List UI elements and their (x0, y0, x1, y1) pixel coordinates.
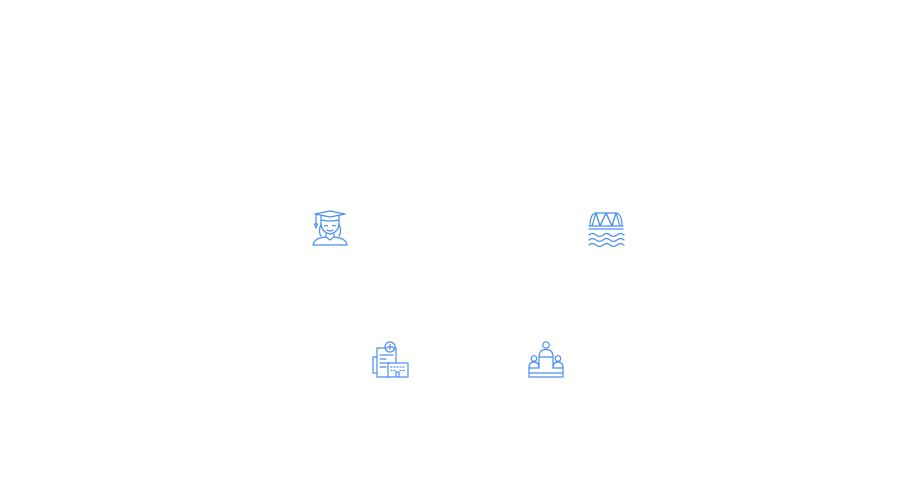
podium-people-icon (526, 340, 566, 380)
graduate-icon (310, 208, 350, 248)
bridge-water-icon (586, 208, 626, 248)
hospital-icon (370, 340, 410, 380)
